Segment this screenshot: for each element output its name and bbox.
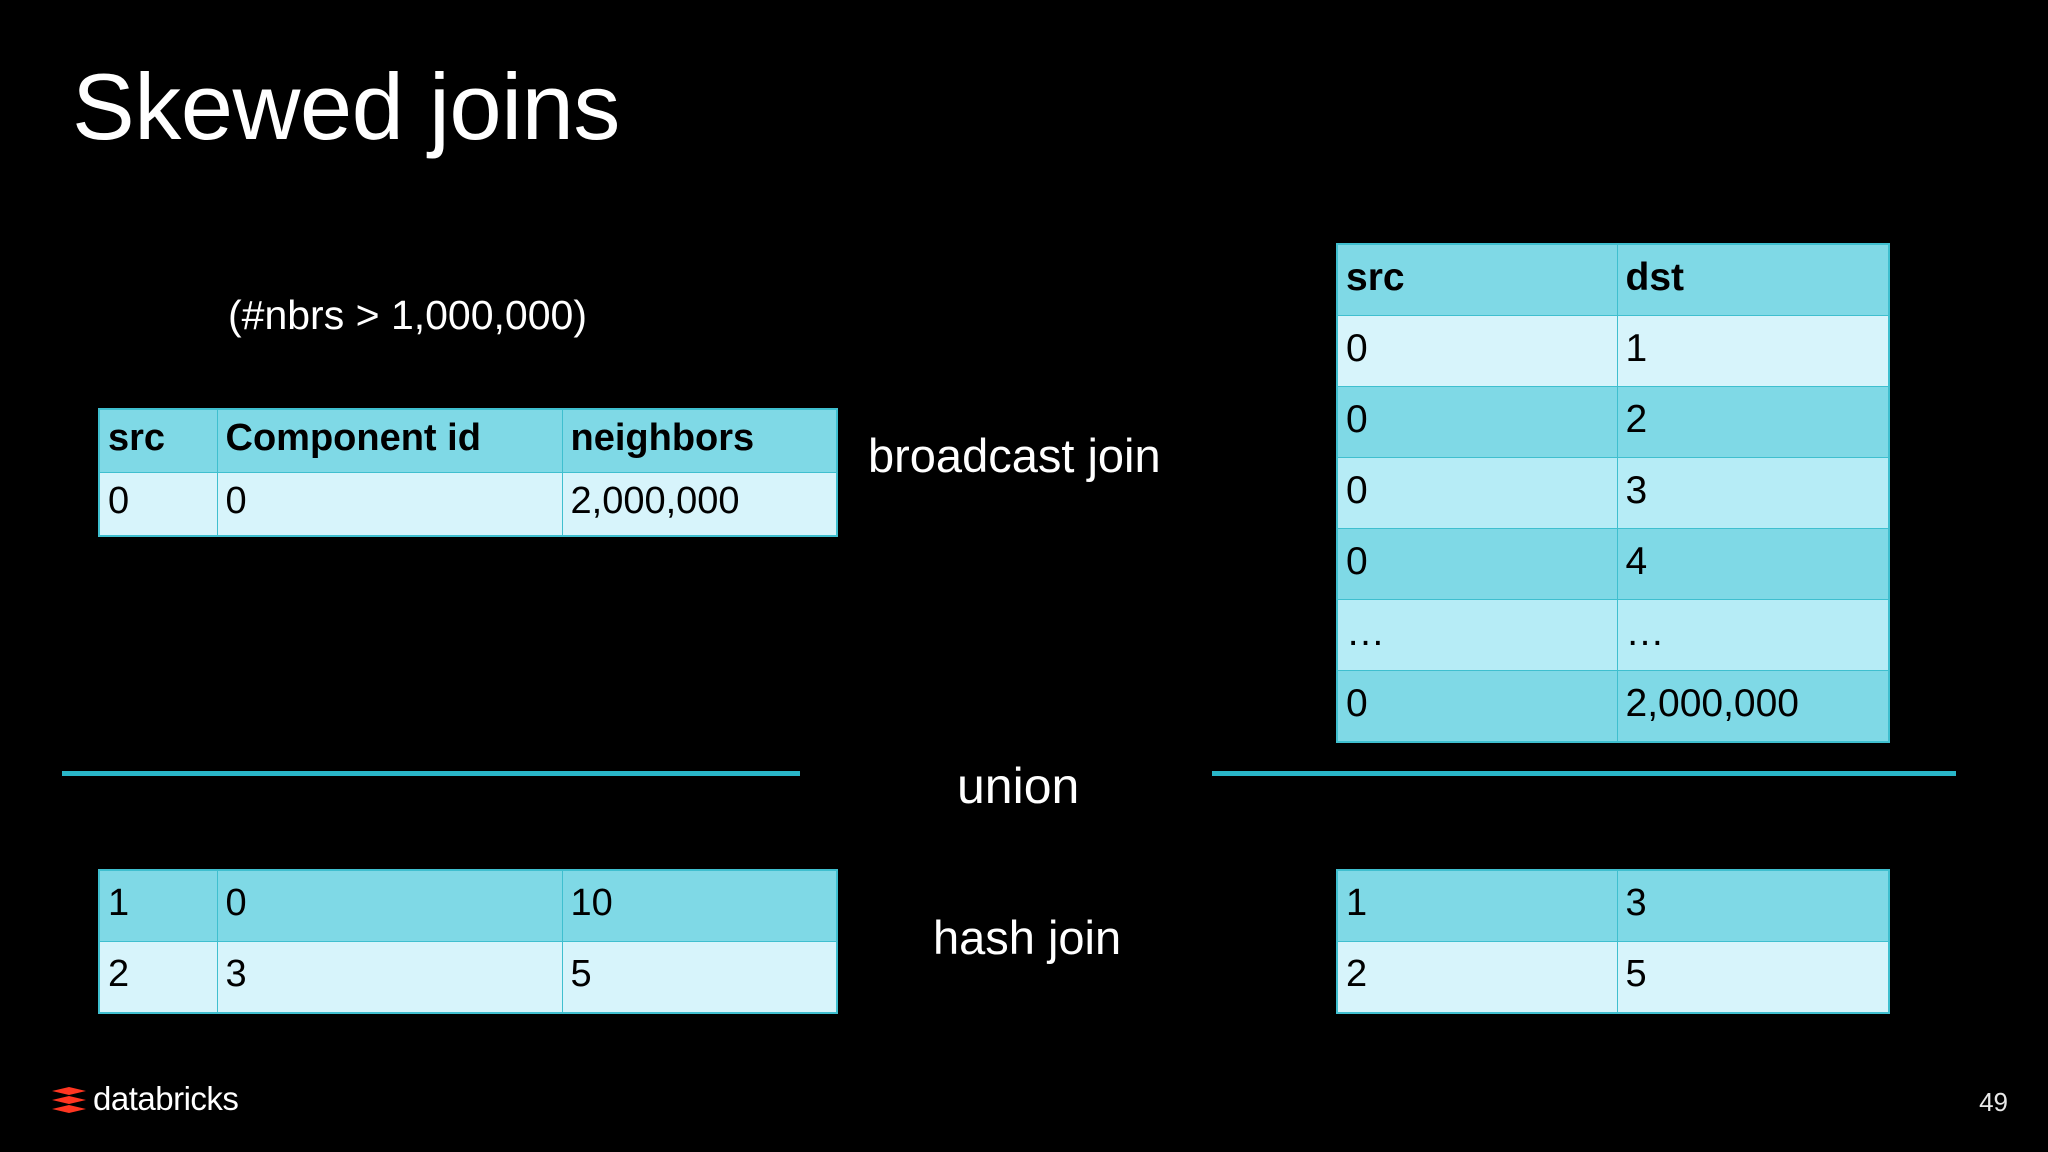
page-number: 49: [1979, 1087, 2008, 1117]
cell-dst: 3: [1616, 457, 1890, 529]
databricks-wordmark: databricks: [93, 1080, 239, 1117]
cell-dst: 2,000,000: [1616, 670, 1890, 743]
databricks-logo: databricks: [52, 1080, 239, 1118]
table-row-ellipsis: … …: [1336, 599, 1890, 671]
databricks-stacked-blocks-icon: [52, 1082, 86, 1116]
table-edges: src dst 0 1 0 2 0 3 0 4 … … 0 2,000,000: [1336, 243, 1890, 743]
cell-src: 1: [1336, 869, 1618, 942]
page-title: Skewed joins: [72, 54, 620, 159]
table-row: 0 4: [1336, 528, 1890, 600]
cell-src: 0: [1336, 457, 1618, 529]
cell-neighbors: 10: [561, 869, 838, 942]
cell-src: 0: [1336, 386, 1618, 458]
table-row: 0 2,000,000: [1336, 670, 1890, 743]
cell-src: 1: [98, 869, 218, 942]
cell-src: 0: [1336, 670, 1618, 743]
divider-right: [1212, 771, 1956, 776]
cell-dst: 3: [1616, 869, 1890, 942]
table-row: 0 1: [1336, 315, 1890, 387]
cell-component-id: 0: [216, 869, 563, 942]
column-header-src: src: [1336, 243, 1618, 316]
table-row: 0 2: [1336, 386, 1890, 458]
column-header-dst: dst: [1616, 243, 1890, 316]
table-header-row: src Component id neighbors: [98, 408, 838, 473]
table-row: 1 3: [1336, 869, 1890, 942]
cell-src: 0: [98, 472, 218, 537]
table-header-row: src dst: [1336, 243, 1890, 316]
column-header-src: src: [98, 408, 218, 473]
divider-left: [62, 771, 800, 776]
filter-condition-label: (#nbrs > 1,000,000): [228, 292, 587, 338]
table-row: 2 3 5: [98, 941, 838, 1014]
table-nonskewed-edges: 1 3 2 5: [1336, 869, 1890, 1014]
table-filtered-skew: src Component id neighbors 0 0 2,000,000: [98, 408, 838, 537]
cell-src: 2: [98, 941, 218, 1014]
cell-dst: 4: [1616, 528, 1890, 600]
table-row: 1 0 10: [98, 869, 838, 942]
broadcast-join-label: broadcast join: [868, 429, 1161, 482]
table-row: 2 5: [1336, 941, 1890, 1014]
cell-src: …: [1336, 599, 1618, 671]
cell-dst: 5: [1616, 941, 1890, 1014]
hash-join-label: hash join: [933, 911, 1122, 964]
cell-dst: 2: [1616, 386, 1890, 458]
cell-src: 0: [1336, 528, 1618, 600]
table-row: 0 0 2,000,000: [98, 472, 838, 537]
cell-src: 0: [1336, 315, 1618, 387]
union-label: union: [957, 758, 1080, 814]
table-row: 0 3: [1336, 457, 1890, 529]
cell-component-id: 3: [216, 941, 563, 1014]
cell-dst: 1: [1616, 315, 1890, 387]
cell-dst: …: [1616, 599, 1890, 671]
column-header-neighbors: neighbors: [561, 408, 838, 473]
cell-neighbors: 5: [561, 941, 838, 1014]
column-header-component-id: Component id: [216, 408, 563, 473]
cell-component-id: 0: [216, 472, 563, 537]
table-nonskewed-vertices: 1 0 10 2 3 5: [98, 869, 838, 1014]
cell-src: 2: [1336, 941, 1618, 1014]
cell-neighbors: 2,000,000: [561, 472, 838, 537]
